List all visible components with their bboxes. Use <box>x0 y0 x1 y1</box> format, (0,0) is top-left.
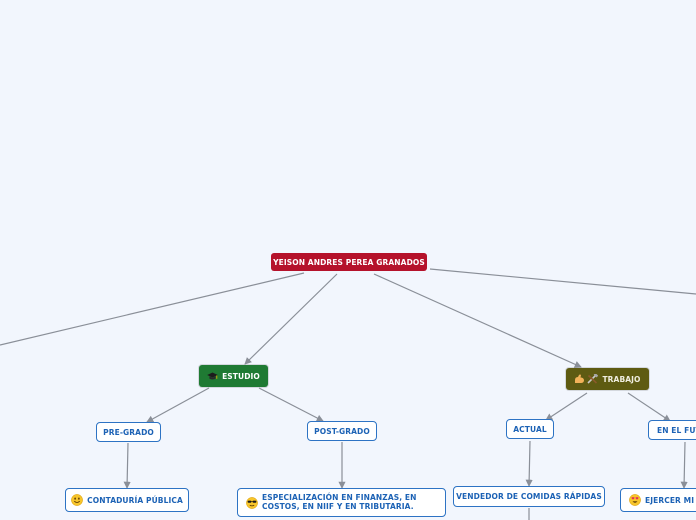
graduation-cap-icon <box>207 372 218 381</box>
connector-futuro-ejercer <box>680 441 688 489</box>
leaf-ejercer[interactable]: EJERCER MI P <box>620 488 696 512</box>
leaf-especializacion-line2: COSTOS, EN NIIF Y EN TRIBUTARIA. <box>262 501 414 511</box>
connector-pregrado-contaduria <box>123 442 131 489</box>
node-actual[interactable]: ACTUAL <box>506 419 554 439</box>
leaf-vendedor-label: VENDEDOR DE COMIDAS RÁPIDAS <box>456 492 602 501</box>
node-postgrado-label: POST-GRADO <box>314 426 370 436</box>
branch-trabajo[interactable]: TRABAJO <box>566 368 649 390</box>
flexed-arm-icon <box>574 374 585 384</box>
node-postgrado[interactable]: POST-GRADO <box>307 421 377 441</box>
root-node-label: YEISON ANDRES PEREA GRANADOS <box>273 257 425 267</box>
connector-actual-vendedor <box>525 440 533 487</box>
node-en-el-futuro[interactable]: EN EL FUTU <box>648 420 696 440</box>
connector-root-trabajo <box>373 273 582 368</box>
root-node[interactable]: YEISON ANDRES PEREA GRANADOS <box>271 253 427 271</box>
leaf-contaduria-label: CONTADURÍA PÚBLICA <box>87 495 183 505</box>
leaf-especializacion-line1: ESPECIALIZACIÓN EN FINANZAS, EN <box>262 493 417 502</box>
connector-estudio-postgrado <box>258 387 324 422</box>
leaf-ejercer-label: EJERCER MI P <box>645 495 696 505</box>
heart-eyes-face-icon <box>629 494 641 506</box>
connector-root-left-offscreen <box>0 272 305 346</box>
connector-root-estudio <box>244 273 338 365</box>
node-actual-label: ACTUAL <box>513 424 547 434</box>
node-pregrado-label: PRE-GRADO <box>103 427 154 437</box>
connector-trabajo-futuro <box>627 392 671 422</box>
smiley-face-icon <box>71 494 83 506</box>
connector-trabajo-actual <box>545 392 588 421</box>
sunglasses-face-icon <box>246 496 258 509</box>
branch-trabajo-label: TRABAJO <box>602 374 641 384</box>
leaf-vendedor-comidas-rapidas[interactable]: VENDEDOR DE COMIDAS RÁPIDAS <box>453 486 605 507</box>
leaf-especializacion[interactable]: ESPECIALIZACIÓN EN FINANZAS, EN COSTOS, … <box>237 488 446 517</box>
tools-icon <box>587 374 599 384</box>
node-pregrado[interactable]: PRE-GRADO <box>96 422 161 442</box>
branch-estudio[interactable]: ESTUDIO <box>199 365 268 387</box>
leaf-especializacion-text: ESPECIALIZACIÓN EN FINANZAS, EN COSTOS, … <box>262 493 417 511</box>
leaf-contaduria-publica[interactable]: CONTADURÍA PÚBLICA <box>65 488 189 512</box>
connector-estudio-pregrado <box>146 387 210 423</box>
branch-estudio-label: ESTUDIO <box>222 371 260 381</box>
node-en-el-futuro-label: EN EL FUTU <box>657 425 696 435</box>
connector-root-right-offscreen <box>429 268 696 295</box>
